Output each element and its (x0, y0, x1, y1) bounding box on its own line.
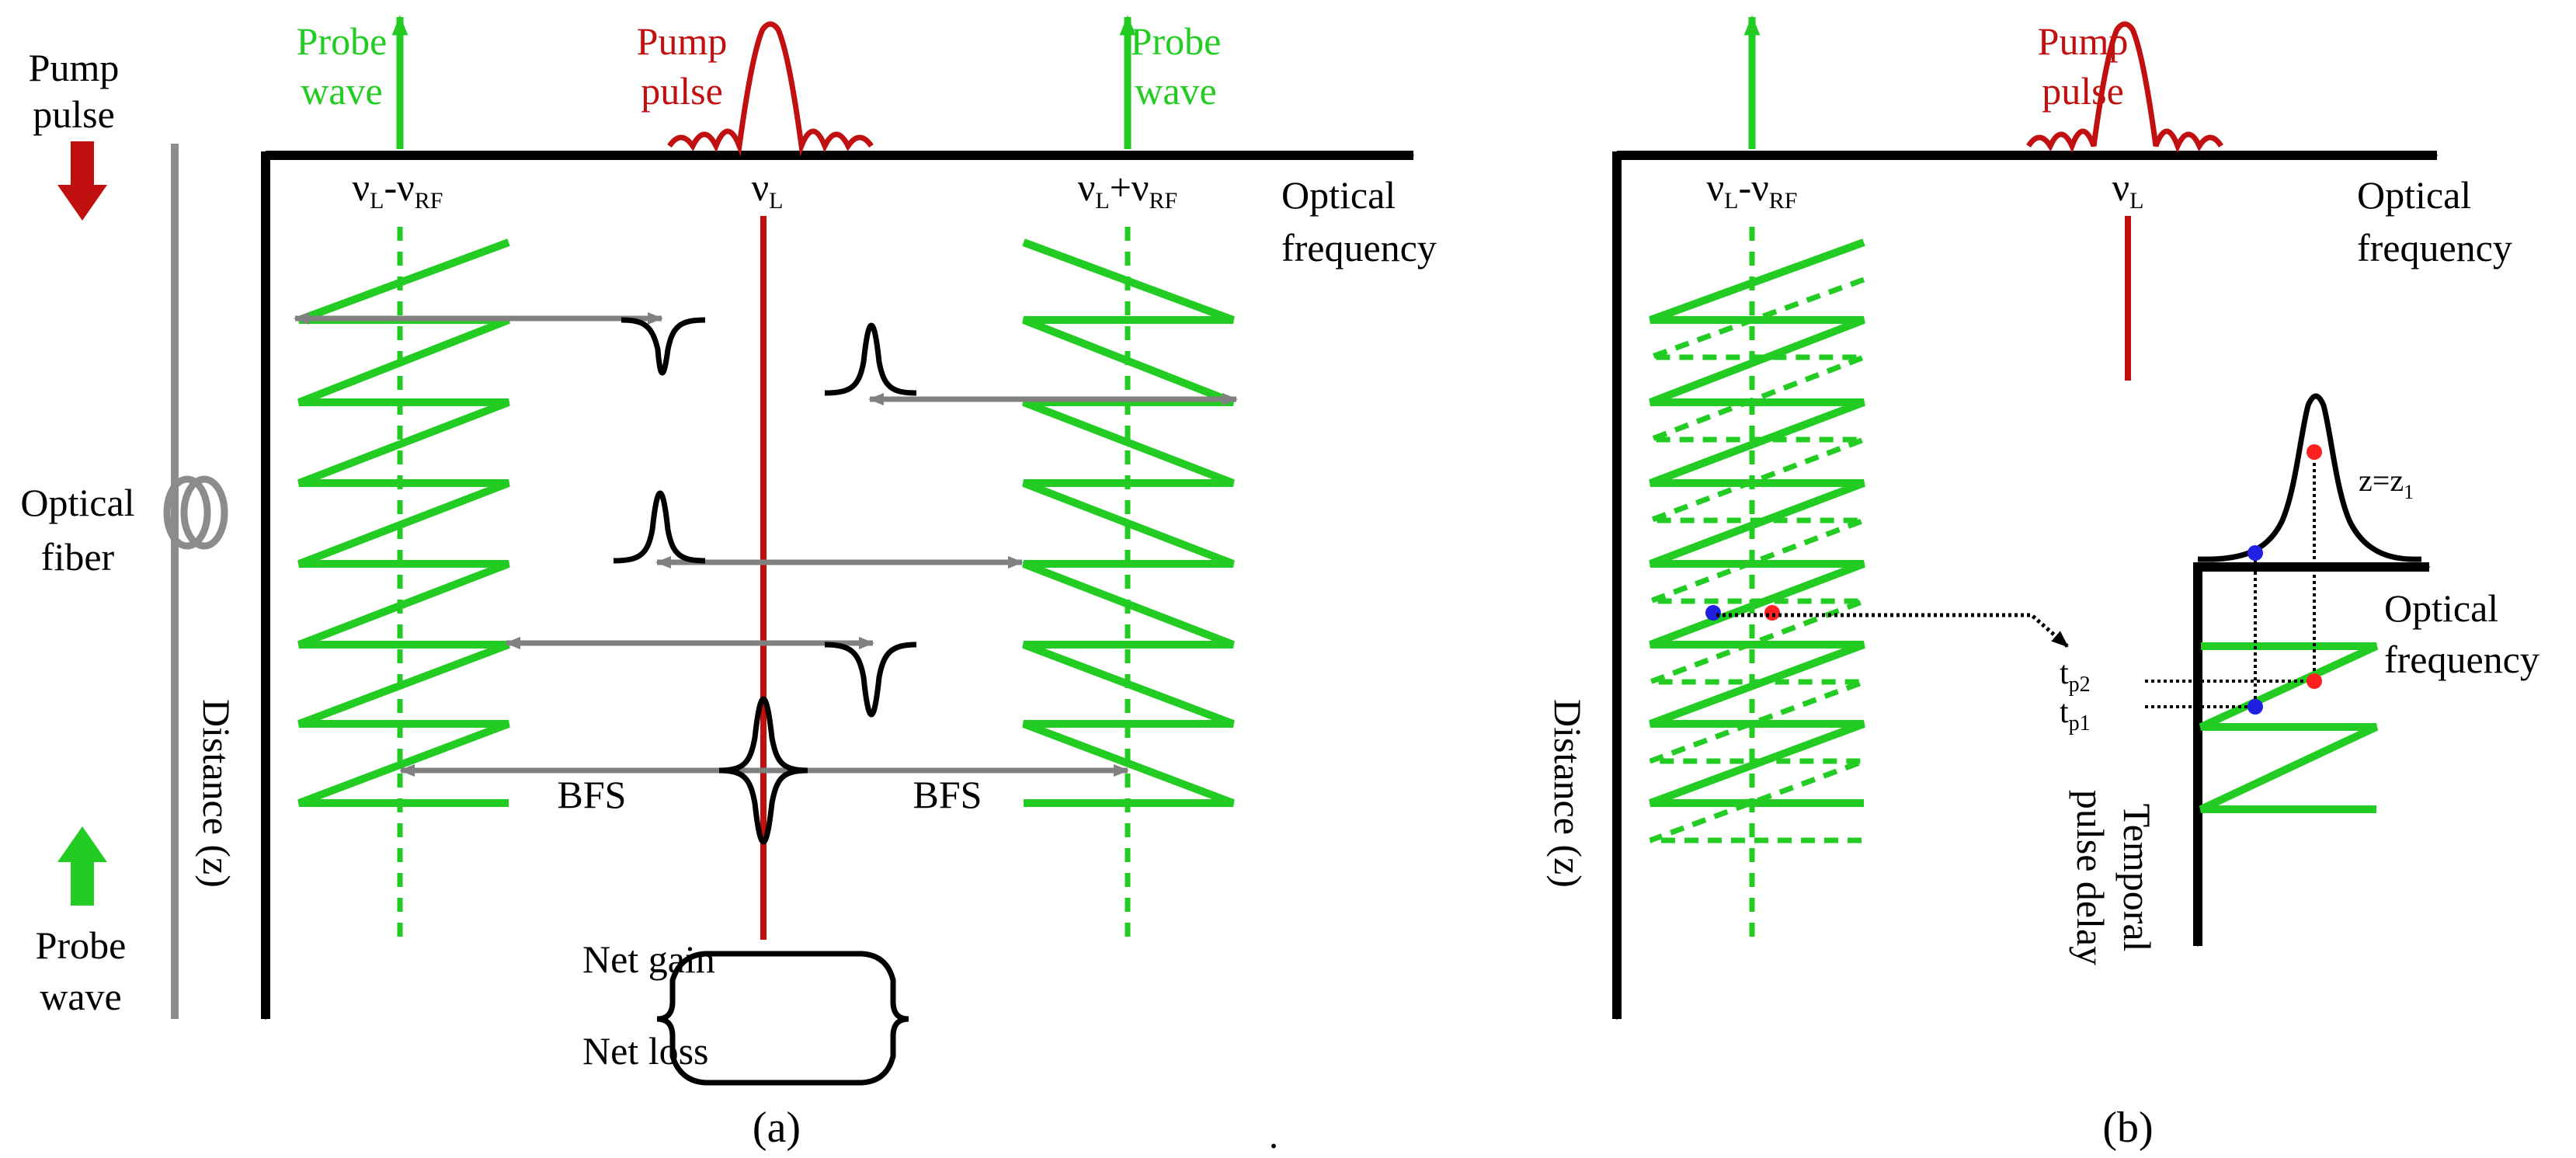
side-probe-label-line1: Probe (36, 923, 127, 967)
pump-pulse-shape-b (2026, 21, 2223, 154)
bfs-label-left: BFS (558, 773, 627, 816)
pump-pulse-label-line2: pulse (641, 69, 723, 113)
freq-left-b-nu: ν (1707, 165, 1725, 209)
tp2-sub: p2 (2069, 673, 2091, 697)
inset-dot-blue-delay (2247, 699, 2263, 715)
separator-dot: . (1269, 1113, 1279, 1156)
inset-y-label-line1: Temporal (2115, 804, 2159, 952)
inset-dot-blue-peak (2247, 545, 2263, 561)
z-label: z=z1 (2359, 463, 2414, 503)
probe-wave-left-line1: Probe (297, 19, 388, 63)
probe-sweep-right (1022, 238, 1235, 807)
freq-center-sub: L (769, 188, 783, 214)
freq-label-left: νL-νRF (353, 165, 443, 214)
freq-center-b-nu: ν (2112, 165, 2130, 209)
freq-right-sub1: L (1095, 188, 1109, 214)
probe-sweep-b-solid (1649, 238, 1865, 807)
side-fiber-label-line1: Optical (20, 481, 134, 524)
tp2-main: t (2060, 656, 2069, 691)
net-bracket (656, 951, 909, 1086)
pump-pulse-label-line1: Pump (637, 19, 728, 63)
freq-left-b-op: -ν (1738, 165, 1768, 209)
up-arrow-icon (57, 826, 107, 906)
caption-a: (a) (753, 1104, 801, 1152)
net-loss-label: Net loss (582, 1029, 709, 1073)
bfs-label-right: BFS (913, 773, 982, 816)
axes-a (261, 151, 1415, 1021)
net-gain-peak (718, 696, 808, 774)
pump-pulse-b-line2: pulse (2042, 69, 2124, 113)
x-axis-label-a-line2: frequency (1281, 226, 1437, 270)
tp1-label: tp1 (2060, 694, 2091, 735)
sample-dot-red-b (1764, 605, 1780, 621)
inset-sweep (2199, 642, 2379, 813)
inset-gain-curve (2197, 393, 2422, 562)
freq-label-left-b: νL-νRF (1707, 165, 1798, 214)
panel-a: Pump pulse Optical fiber Probe wave (20, 15, 1437, 1152)
down-arrow-icon (57, 141, 107, 221)
inset-x-label-line2: frequency (2384, 638, 2539, 681)
freq-label-right: νL+νRF (1078, 165, 1177, 214)
inset-dot-red-peak (2307, 444, 2322, 460)
inset-y-label-line2: pulse delay (2069, 790, 2112, 965)
y-axis-label-b: Distance (z) (1546, 699, 1590, 888)
x-axis-label-b-line2: frequency (2357, 226, 2512, 270)
side-legend: Pump pulse Optical fiber Probe wave (20, 46, 228, 1019)
freq-center-b-sub: L (2129, 188, 2143, 214)
pump-pulse-shape (667, 21, 874, 157)
freq-right-nu: ν (1078, 165, 1096, 209)
gain-peak-1 (824, 322, 917, 396)
freq-left-sub1: L (370, 188, 384, 214)
freq-left-op: -ν (384, 165, 414, 209)
probe-wave-right-line2: wave (1135, 69, 1217, 113)
gain-peak-2 (613, 490, 706, 564)
y-axis-label-a: Distance (z) (195, 699, 238, 888)
side-fiber-label-line2: fiber (41, 535, 115, 579)
axes-b (1612, 151, 2439, 1021)
side-pump-label-line2: pulse (33, 92, 115, 136)
fiber-coil-icon (163, 475, 228, 550)
freq-label-center: νL (752, 165, 784, 214)
freq-left-b-sub1: L (1724, 188, 1738, 214)
freq-left-nu: ν (353, 165, 370, 209)
probe-wave-right-line1: Probe (1131, 19, 1222, 63)
probe-wave-left-line2: wave (301, 69, 383, 113)
freq-label-center-b: νL (2112, 165, 2144, 214)
net-loss-dip (718, 767, 808, 845)
panel-b: Pump pulse νL-νRF νL Optical frequency D… (1546, 15, 2539, 1152)
freq-right-sub2: RF (1149, 188, 1178, 214)
inset-axes (2193, 562, 2431, 948)
loss-dip-1 (621, 317, 706, 376)
freq-left-b-sub2: RF (1769, 188, 1798, 214)
side-probe-label-line2: wave (40, 975, 122, 1018)
inset-x-label-line1: Optical (2384, 586, 2498, 630)
tp2-label: tp2 (2060, 656, 2091, 697)
sample-dot-blue-b (1705, 605, 1721, 621)
caption-b: (b) (2102, 1104, 2153, 1152)
tp1-main: t (2060, 694, 2069, 730)
loss-dip-2 (824, 642, 917, 718)
side-pump-label-line1: Pump (29, 46, 120, 89)
net-gain-label: Net gain (582, 937, 715, 981)
probe-sweep-b-dashed (1649, 276, 1865, 843)
freq-center-nu: ν (752, 165, 770, 209)
x-axis-label-b-line1: Optical (2357, 173, 2471, 217)
freq-left-sub2: RF (415, 188, 443, 214)
x-axis-label-a-line1: Optical (1281, 173, 1396, 217)
inset-dot-red-delay (2307, 673, 2322, 689)
tp1-sub: p1 (2069, 711, 2091, 735)
z-label-main: z=z (2359, 463, 2404, 498)
z-label-sub: 1 (2404, 481, 2414, 503)
freq-right-op: +ν (1110, 165, 1149, 209)
probe-sweep-left (297, 238, 510, 807)
